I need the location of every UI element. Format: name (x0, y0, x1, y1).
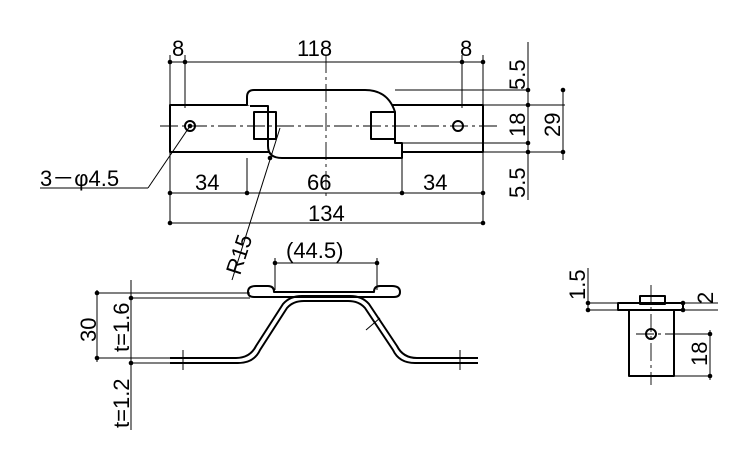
dim-hole-height: 18 (687, 342, 712, 366)
side-view-dimension-lines (95, 258, 378, 430)
right-slot (370, 111, 396, 140)
dim-middle-segment: 66 (307, 170, 331, 195)
end-body (628, 309, 675, 377)
side-view: (44.5) 30 t=1.6 t=1.2 (76, 238, 478, 430)
bracket-outline (246, 89, 403, 159)
bracket-profile (170, 295, 478, 359)
top-plate (247, 285, 401, 298)
dim-overall-inner: 118 (297, 36, 332, 61)
radius-callout: R15 (221, 231, 257, 277)
dim-overall-length: 134 (308, 201, 345, 226)
dim-left-margin: 8 (172, 36, 184, 61)
dim-height: 30 (76, 318, 101, 342)
hole-callout: 3－φ4.5 (40, 166, 119, 191)
dim-tab-height: 1.5 (565, 269, 590, 300)
end-view: 1.5 2 18 (565, 268, 718, 385)
end-view-dimension-dots (585, 300, 713, 379)
thickness-lower: t=1.2 (109, 378, 134, 428)
dim-span: (44.5) (286, 238, 343, 263)
dim-bottom-offset: 5.5 (505, 167, 530, 198)
side-view-dimension-dots (94, 260, 380, 366)
top-view-dimension-lines (40, 42, 565, 281)
dim-right-margin: 8 (460, 36, 472, 61)
top-view-dimension-dots (167, 59, 566, 226)
dim-total-height: 29 (540, 113, 565, 137)
left-slot (253, 111, 277, 140)
dim-tab-offset: 2 (693, 292, 718, 304)
dim-slot-height: 18 (505, 113, 530, 137)
top-view: 8 118 8 34 66 34 134 3－φ4.5 R15 5.5 18 2… (40, 36, 566, 281)
dim-left-segment: 34 (195, 170, 219, 195)
bracket-profile-inner (170, 300, 478, 364)
dim-top-offset: 5.5 (505, 59, 530, 90)
thickness-upper: t=1.6 (109, 302, 134, 352)
dim-right-segment: 34 (423, 170, 447, 195)
